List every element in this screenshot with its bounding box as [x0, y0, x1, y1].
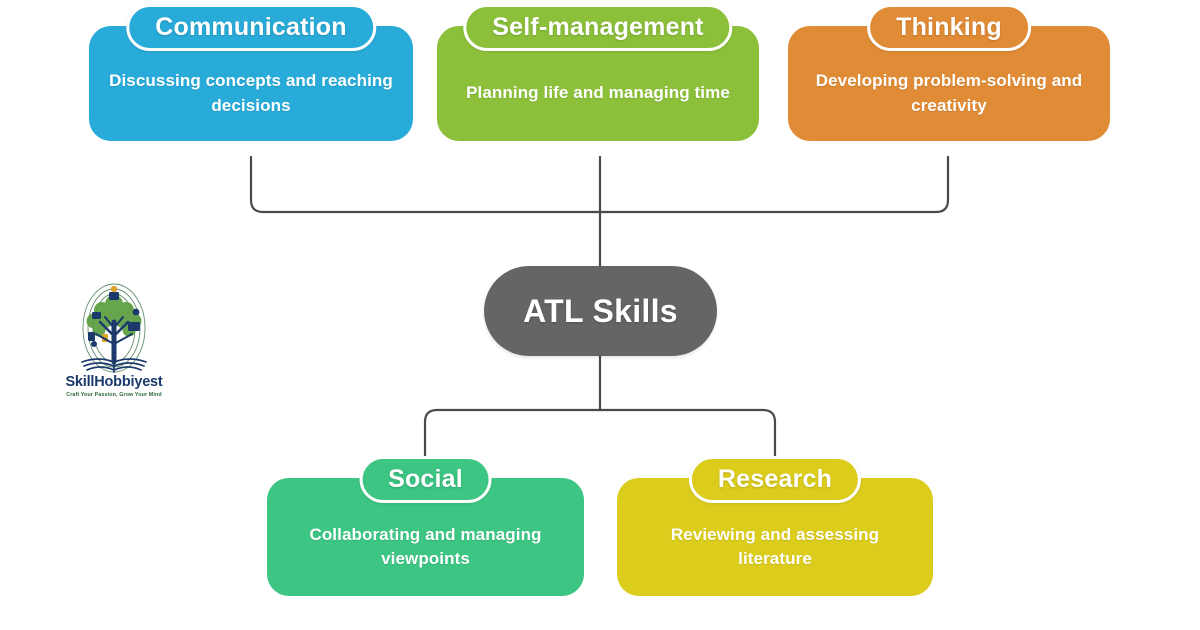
node-self-management-title: Self-management [492, 13, 704, 41]
node-thinking-title: Thinking [896, 13, 1002, 41]
node-communication-title: Communication [155, 13, 347, 41]
node-communication-description: Discussing concepts and reaching decisio… [109, 71, 393, 115]
node-social-description: Collaborating and managing viewpoints [309, 524, 542, 568]
logo-wordmark: SkillHobbiyest [65, 374, 163, 390]
logo-tagline: Craft Your Passion, Grow Your Mind [66, 391, 162, 398]
node-research-title-pill[interactable]: Research [688, 456, 862, 504]
node-research-title: Research [717, 465, 833, 493]
node-thinking-title-pill[interactable]: Thinking [867, 4, 1031, 52]
node-research-description: Reviewing and assessing literature [670, 524, 880, 568]
connector-bottom-bus [423, 408, 777, 464]
node-social-title-pill[interactable]: Social [359, 456, 492, 504]
connector-top-bus [249, 155, 950, 214]
node-communication-title-pill[interactable]: Communication [126, 4, 376, 52]
node-self-management-title-pill[interactable]: Self-management [463, 4, 733, 52]
brand-logo: SkillHobbiyest Craft Your Passion, Grow … [58, 278, 170, 406]
tree-book-fingerprint-icon [81, 283, 147, 373]
node-thinking-description: Developing problem-solving and creativit… [815, 71, 1083, 115]
node-atl-skills-label: ATL Skills [523, 292, 678, 329]
node-social-title: Social [388, 465, 463, 493]
node-atl-skills[interactable]: ATL Skills [484, 266, 717, 356]
node-self-management-description: Planning life and managing time [466, 83, 730, 103]
